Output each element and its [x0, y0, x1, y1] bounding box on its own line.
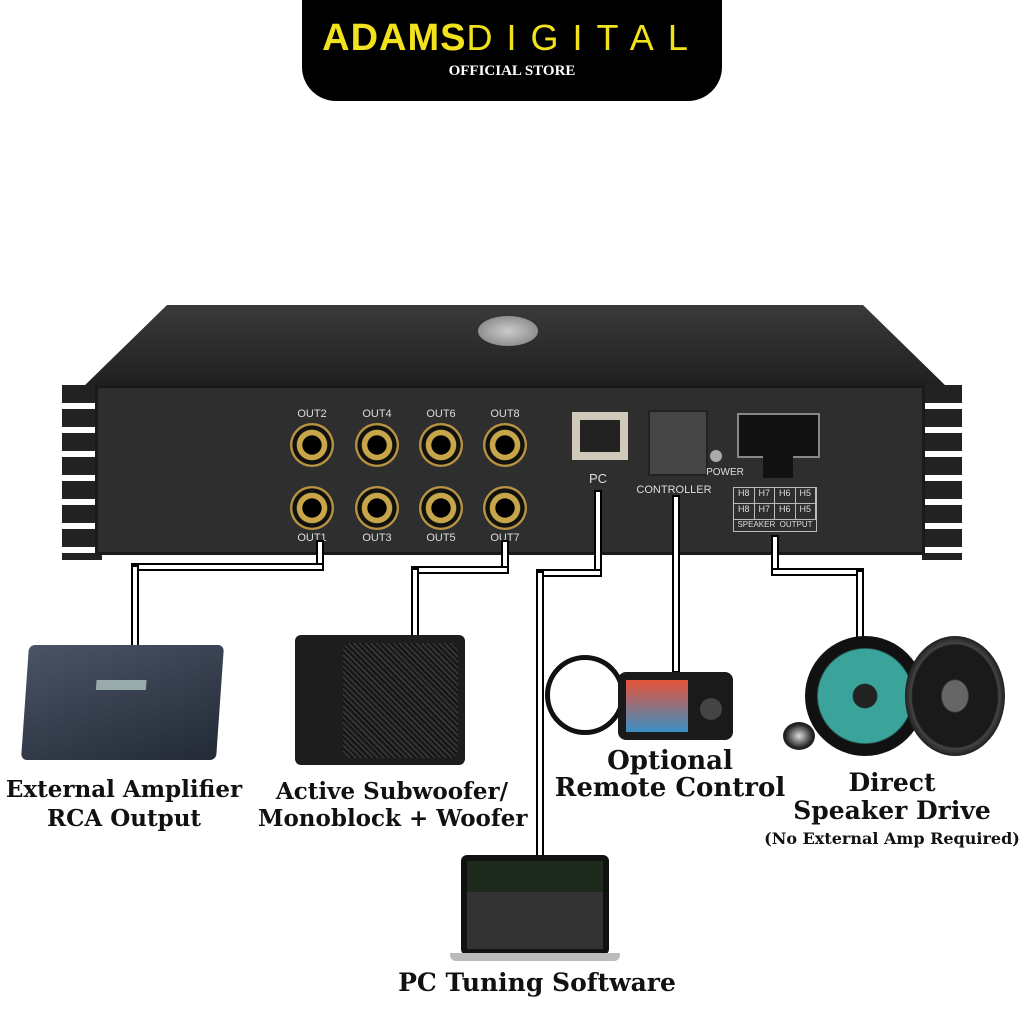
heatsink-right [922, 385, 962, 560]
rca-jack [290, 423, 334, 467]
rca-label: OUT5 [426, 532, 456, 544]
rca-label: OUT3 [362, 532, 392, 544]
speaker-channel-minus: H5 [795, 488, 816, 504]
rca-label: OUT4 [362, 408, 392, 420]
caption-remote: Optional Remote Control [550, 748, 790, 802]
rca-label: OUT1 [297, 532, 327, 544]
rca-label: OUT2 [297, 408, 327, 420]
rca-jack [355, 486, 399, 530]
remote-control-image [618, 672, 733, 740]
rca-label: OUT6 [426, 408, 456, 420]
speaker-output-label: SPEAKER OUTPUT [737, 520, 813, 529]
power-connector-latch [763, 456, 793, 478]
external-amplifier-image [20, 645, 225, 760]
rca-jack [419, 423, 463, 467]
rca-label: OUT8 [490, 408, 520, 420]
pc-port-label: PC [588, 471, 608, 486]
speaker-back-image [905, 636, 1005, 756]
caption-line: Remote Control [554, 773, 786, 803]
caption-line: Active Subwoofer/ [275, 778, 509, 805]
speaker-channel-minus: H6 [775, 488, 796, 504]
power-connector [737, 413, 820, 458]
usb-port [572, 412, 628, 460]
power-label: POWER [706, 467, 744, 478]
laptop-image [461, 855, 609, 955]
caption-line: Optional [607, 746, 733, 776]
speaker-channel-minus: H7 [754, 488, 775, 504]
caption-line: External Amplifier [5, 776, 243, 803]
brand-bold: ADAMS [322, 17, 467, 59]
speaker-channel-plus: H8 [734, 504, 755, 520]
caption-note: (No External Amp Required) [764, 829, 1020, 848]
brand-light: DIGITAL [466, 17, 702, 58]
controller-port [648, 410, 708, 476]
caption-subwoofer: Active Subwoofer/ Monoblock + Woofer [258, 778, 528, 832]
speaker-channel-plus: H7 [754, 504, 775, 520]
power-led [710, 450, 722, 462]
speaker-channel-minus: H8 [734, 488, 755, 504]
caption-line: RCA Output [46, 805, 202, 832]
speaker-channel-plus: H5 [795, 504, 816, 520]
rca-jack [483, 423, 527, 467]
caption-line: Monoblock + Woofer [258, 805, 528, 832]
store-subtitle: OFFICIAL STORE [448, 63, 576, 79]
brand-logo: ADAMSDIGITAL [302, 17, 722, 59]
amp-knob [478, 316, 538, 346]
caption-pc-software: PC Tuning Software [398, 968, 676, 997]
brand-header: ADAMSDIGITAL OFFICIAL STORE [302, 0, 722, 101]
active-subwoofer-image [295, 635, 465, 765]
rca-jack [483, 486, 527, 530]
speaker-channel-plus: H6 [775, 504, 796, 520]
rca-jack [419, 486, 463, 530]
controller-port-label: CONTROLLER [636, 484, 712, 496]
caption-external-amp: External Amplifier RCA Output [0, 775, 248, 833]
laptop-base [450, 953, 620, 961]
remote-cable-image [545, 655, 625, 735]
caption-line: Speaker Drive [793, 796, 991, 825]
caption-speaker: Direct Speaker Drive (No External Amp Re… [762, 769, 1022, 850]
caption-line: Direct [848, 768, 936, 797]
rca-label: OUT7 [490, 532, 520, 544]
rca-jack [290, 486, 334, 530]
rca-jack [355, 423, 399, 467]
tweeter-image [783, 722, 815, 750]
